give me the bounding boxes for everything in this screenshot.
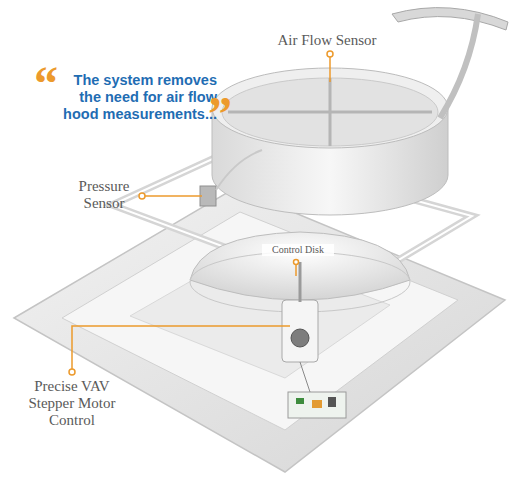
leader-dot xyxy=(327,51,333,57)
quote-mark: “ xyxy=(34,62,74,106)
board-part xyxy=(328,397,336,407)
sensor-tube xyxy=(216,150,262,190)
leader-dot xyxy=(294,260,299,265)
cylinder-opening xyxy=(222,78,438,146)
leader-dot xyxy=(69,369,75,375)
leader-line xyxy=(329,54,331,82)
sensor-crossbar xyxy=(329,78,332,146)
diffuser-panel xyxy=(14,188,505,472)
leader-line xyxy=(72,326,290,372)
tagline: The system removes the need for air flow… xyxy=(52,72,217,123)
board-part xyxy=(312,400,322,408)
callout-label: Pressure Sensor xyxy=(68,178,140,212)
callout-label: Control Disk xyxy=(262,244,334,256)
mounting-bracket xyxy=(392,8,508,30)
motor-shaft xyxy=(299,262,302,302)
leader-dot xyxy=(139,193,145,199)
bracket-strap xyxy=(440,14,478,118)
pressure-sensor xyxy=(200,186,216,206)
callout-label: Precise VAV Stepper Motor Control xyxy=(22,378,122,429)
quote-mark: ” xyxy=(208,92,248,136)
circuit-board xyxy=(288,392,346,418)
board-part xyxy=(296,398,304,404)
leader-line xyxy=(142,195,202,197)
stepper-motor xyxy=(291,329,309,347)
diffuser-face xyxy=(62,212,458,430)
callout-label: Air Flow Sensor xyxy=(262,32,392,49)
motor-housing xyxy=(282,300,318,362)
motor-wire xyxy=(300,362,310,392)
